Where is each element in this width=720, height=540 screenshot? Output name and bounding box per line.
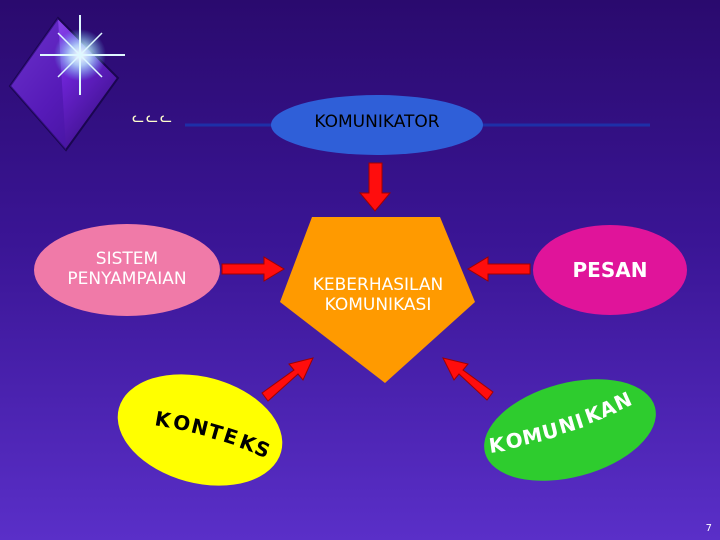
arrow-sistem-to-center <box>221 256 285 282</box>
page-number: 7 <box>705 523 712 534</box>
svg-text:N: N <box>189 414 211 441</box>
sistem-penyampaian-line1: SISTEM <box>95 249 159 269</box>
arrow-konteks-to-center <box>261 357 314 402</box>
pesan-label: PESAN <box>572 258 648 282</box>
keberhasilan-line2: KOMUNIKASI <box>324 294 432 315</box>
svg-text:K: K <box>153 406 174 433</box>
konteks-node <box>117 374 283 486</box>
keberhasilan-label: KEBERHASILAN KOMUNIKASI <box>283 275 473 315</box>
arrow-pesan-to-center <box>467 256 531 282</box>
svg-text:N: N <box>556 411 579 439</box>
svg-text:O: O <box>504 427 525 454</box>
komunikator-label: KOMUNIKATOR <box>314 112 440 132</box>
sistem-penyampaian-line2: PENYAMPAIAN <box>67 268 187 289</box>
logo-icon <box>8 15 125 152</box>
pesan-node <box>533 225 687 315</box>
keberhasilan-line1: KEBERHASILAN <box>312 275 444 295</box>
scribble-decoration: ᓚᓚᓚ <box>132 110 174 126</box>
keberhasilan-node <box>280 217 475 383</box>
arrow-komunikator-to-center <box>358 162 392 212</box>
komunikan-label: K O M U N I K A N <box>487 387 635 458</box>
arrow-komunikan-to-center <box>442 357 494 401</box>
svg-text:M: M <box>520 422 544 450</box>
svg-text:O: O <box>171 409 193 436</box>
svg-text:K: K <box>487 432 507 458</box>
sistem-penyampaian-node <box>34 224 220 316</box>
komunikan-node <box>484 379 656 481</box>
komunikator-node <box>271 95 483 155</box>
svg-text:U: U <box>539 418 561 445</box>
sistem-penyampaian-label: SISTEM PENYAMPAIAN <box>34 249 220 289</box>
